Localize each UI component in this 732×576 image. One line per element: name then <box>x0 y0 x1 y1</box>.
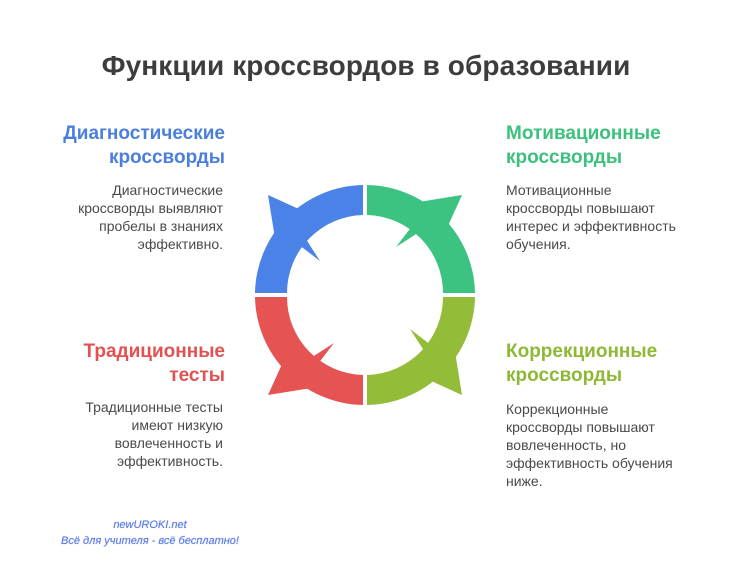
motivational-description-line: кроссворды повышают <box>506 200 655 216</box>
cycle-diagram <box>240 165 490 415</box>
traditional-heading: Традиционные тесты <box>30 340 225 388</box>
corrective-description-line: вовлеченность, но <box>506 437 627 453</box>
page-title: Функции кроссвордов в образовании <box>101 50 631 81</box>
diagnostic-description: Диагностические кроссворды выявляют проб… <box>40 181 223 253</box>
corrective-heading-line: кроссворды <box>506 365 623 386</box>
corrective-description-line: кроссворды повышают <box>506 419 655 435</box>
diagnostic-description-line: Диагностические <box>112 182 223 198</box>
traditional-arrow-icon <box>268 340 334 395</box>
motivational-heading-line: Мотивационные <box>506 123 661 144</box>
motivational-description-line: интерес и эффективность <box>506 218 676 234</box>
traditional-description: Традиционные тесты имеют низкую вовлечен… <box>40 398 223 470</box>
diagnostic-description-line: эффективно. <box>137 236 223 252</box>
corrective-description: Коррекционные кроссворды повышают вовлеч… <box>506 400 711 490</box>
diagnostic-heading-line: кроссворды <box>108 147 225 168</box>
corrective-description-line: ниже. <box>506 473 543 489</box>
motivational-description-line: обучения. <box>506 236 571 252</box>
motivational-heading-line: кроссворды <box>506 147 623 168</box>
watermark-slogan: Всё для учителя - всё бесплатно! <box>61 535 239 547</box>
traditional-description-line: эффективность. <box>116 453 223 469</box>
traditional-segment <box>255 297 363 405</box>
diagnostic-heading-line: Диагностические <box>63 123 225 144</box>
corrective-heading-line: Коррекционные <box>506 341 658 362</box>
motivational-segment <box>367 185 475 293</box>
traditional-description-line: вовлеченность и <box>114 435 223 451</box>
motivational-arrow-icon <box>396 195 462 250</box>
traditional-description-line: Традиционные тесты <box>85 399 223 415</box>
diagnostic-segment <box>255 185 363 293</box>
motivational-heading: Мотивационные кроссворды <box>506 122 716 170</box>
corrective-description-line: Коррекционные <box>506 401 609 417</box>
traditional-heading-line: Традиционные <box>83 341 225 362</box>
diagnostic-heading: Диагностические кроссворды <box>30 122 225 170</box>
diagnostic-arrow-icon <box>268 195 323 261</box>
traditional-description-line: имеют низкую <box>131 417 223 433</box>
watermark-site: newUROKI.net <box>113 519 187 531</box>
motivational-description-line: Мотивационные <box>506 182 612 198</box>
corrective-description-line: эффективность обучения <box>506 455 673 471</box>
corrective-segment <box>367 297 475 405</box>
corrective-arrow-icon <box>407 329 462 395</box>
traditional-heading-line: тесты <box>169 365 225 386</box>
motivational-description: Мотивационные кроссворды повышают интере… <box>506 181 711 253</box>
corrective-heading: Коррекционные кроссворды <box>506 340 716 388</box>
diagnostic-description-line: кроссворды выявляют <box>78 200 223 216</box>
diagnostic-description-line: пробелы в знаниях <box>99 218 223 234</box>
cycle-diagram-svg <box>255 185 475 405</box>
